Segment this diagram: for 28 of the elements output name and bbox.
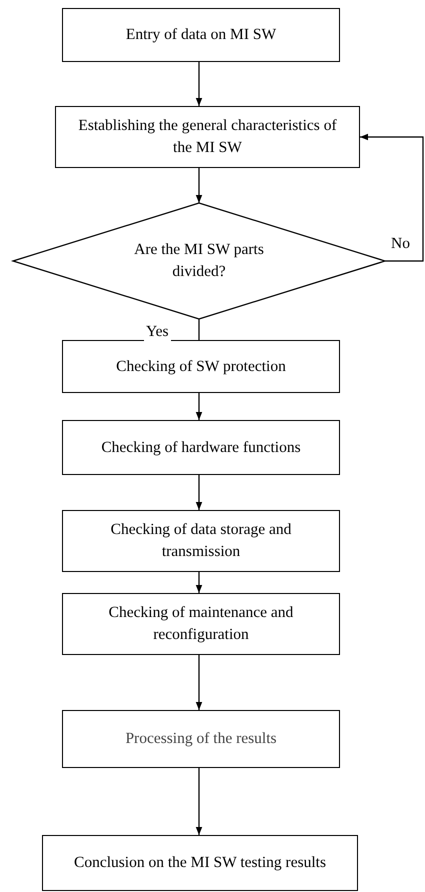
node-text: Checking of SW protection bbox=[116, 356, 286, 376]
node-text: Conclusion on the MI SW testing results bbox=[74, 853, 326, 873]
process-box bbox=[62, 8, 340, 62]
node-text: Processing of the results bbox=[125, 729, 277, 749]
process-box bbox=[62, 340, 340, 393]
process-box bbox=[62, 593, 340, 655]
node-text: Entry of data on MI SW bbox=[126, 25, 276, 45]
arrow bbox=[196, 475, 202, 510]
node-text: Checking of maintenance and reconfiguration bbox=[108, 603, 294, 645]
node-text: Are the MI SW parts divided? bbox=[133, 240, 265, 282]
arrow bbox=[196, 62, 202, 106]
arrow bbox=[196, 655, 202, 710]
arrow bbox=[196, 393, 202, 420]
connector-line bbox=[198, 319, 200, 340]
node-text: Checking of hardware functions bbox=[101, 438, 301, 458]
node-text: Establishing the general characteristics of the MI SW bbox=[77, 116, 338, 158]
process-box bbox=[55, 106, 360, 168]
node-text: Checking of data storage and transmission bbox=[110, 520, 292, 562]
process-box bbox=[62, 510, 340, 572]
edge-label: Yes bbox=[144, 323, 171, 341]
decision-diamond bbox=[13, 203, 385, 319]
process-box bbox=[42, 835, 358, 891]
arrow bbox=[360, 134, 424, 262]
process-box bbox=[62, 420, 340, 475]
process-box bbox=[62, 710, 340, 768]
arrow bbox=[196, 168, 202, 203]
arrow bbox=[196, 768, 202, 835]
arrow bbox=[196, 572, 202, 593]
